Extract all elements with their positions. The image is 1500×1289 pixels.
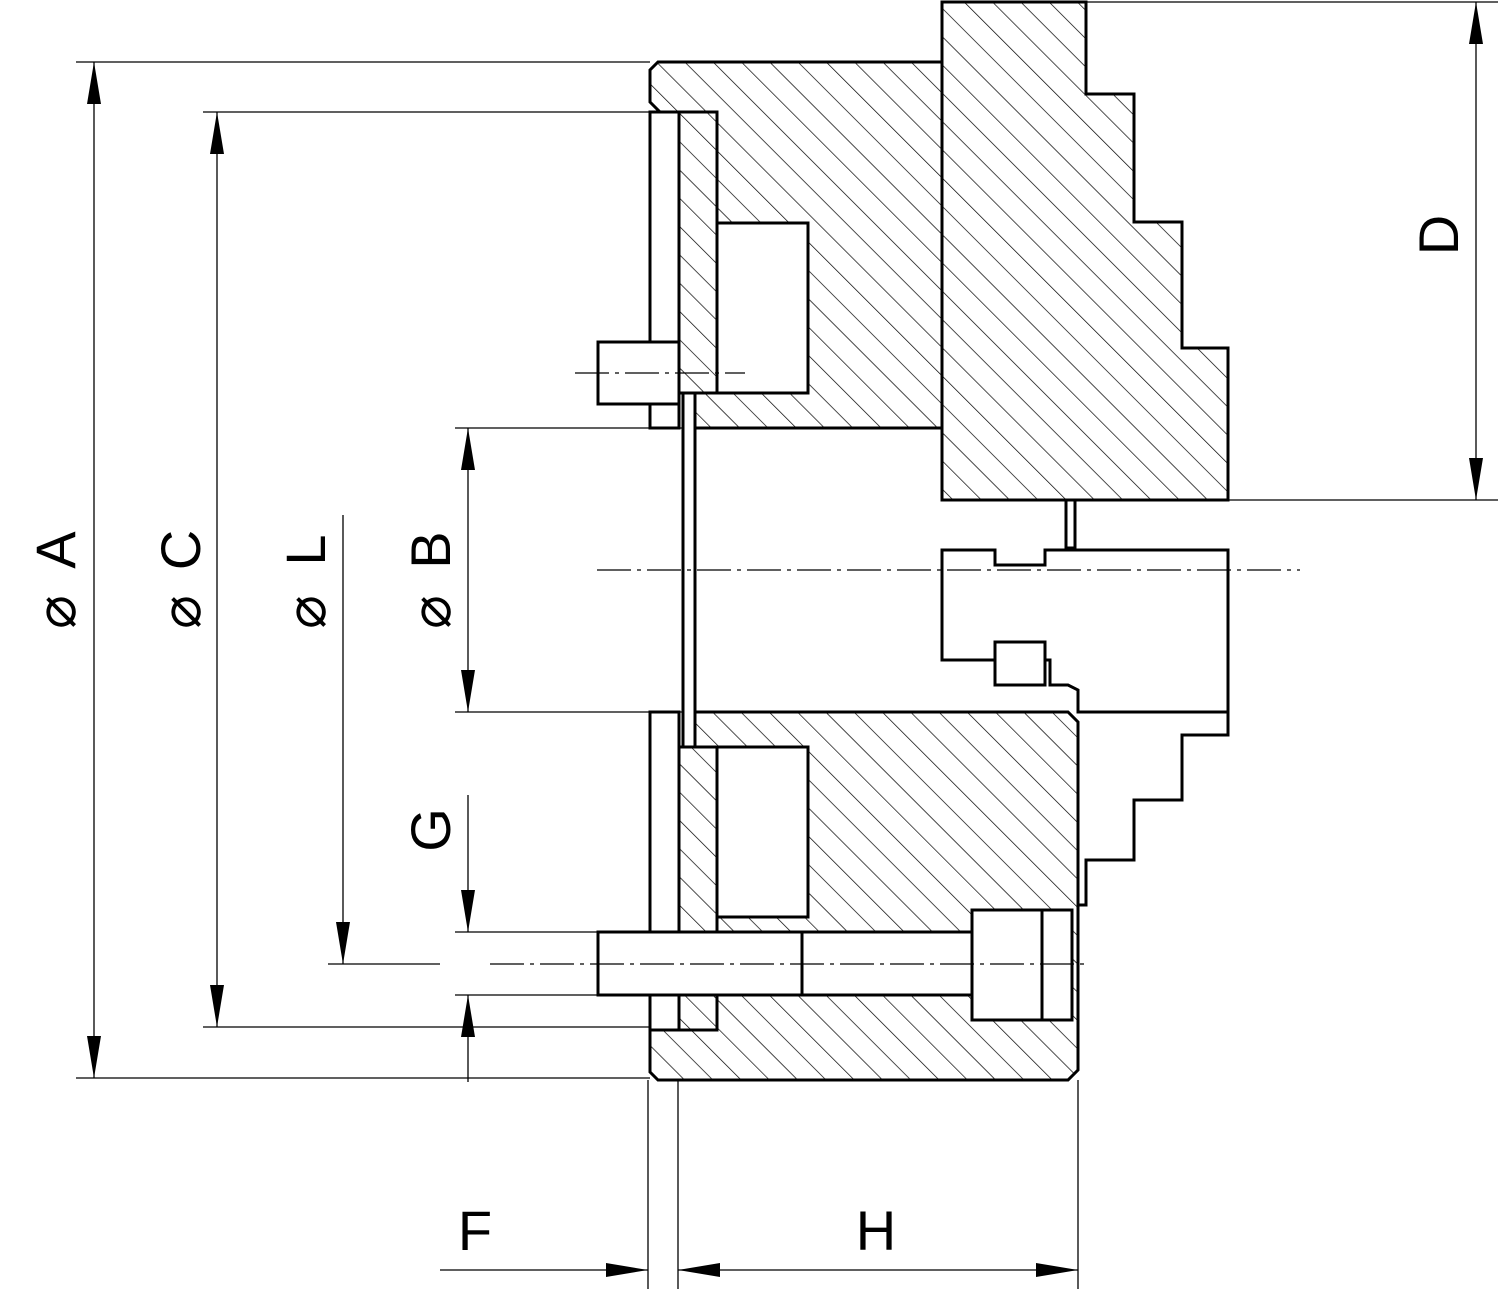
- label-l: L: [274, 534, 337, 565]
- bolt-head: [970, 908, 1074, 1022]
- label-c-group: ⌀ C: [149, 530, 212, 629]
- arrow-c-bottom: [210, 985, 224, 1027]
- label-d: D: [1407, 215, 1470, 255]
- label-c: C: [149, 530, 212, 570]
- arrow-b-top: [461, 428, 475, 470]
- arrow-d-top: [1469, 2, 1483, 44]
- label-l-group: ⌀ L: [274, 534, 337, 628]
- label-g-group: G: [399, 808, 462, 852]
- arrow-h-left: [678, 1263, 720, 1277]
- arrow-a-bottom: [87, 1036, 101, 1078]
- lower-jaw-profile: [940, 548, 1230, 714]
- jaw-key: [993, 640, 1047, 687]
- diameter-symbol-b: ⌀: [399, 595, 462, 629]
- arrow-c-top: [210, 112, 224, 154]
- label-a-group: ⌀ A: [24, 531, 87, 629]
- arrow-h-right: [1036, 1263, 1078, 1277]
- arrow-g-top: [461, 890, 475, 932]
- lower-jaw-steps: [1078, 712, 1230, 907]
- arrow-g-bottom: [461, 995, 475, 1037]
- label-b: B: [399, 531, 462, 568]
- label-g: G: [399, 808, 462, 852]
- jaw-slot-upper: [715, 221, 810, 395]
- label-a: A: [24, 531, 87, 569]
- diameter-symbol-l: ⌀: [274, 595, 337, 629]
- label-d-group: D: [1407, 215, 1470, 255]
- diameter-symbol-c: ⌀: [149, 595, 212, 629]
- diameter-symbol-a: ⌀: [24, 595, 87, 629]
- label-h: H: [856, 1199, 896, 1262]
- arrow-f-right: [606, 1263, 648, 1277]
- jaw-screw-stem: [1064, 498, 1077, 550]
- arrow-a-top: [87, 62, 101, 104]
- label-b-group: ⌀ B: [399, 531, 462, 629]
- jaw-slot-lower: [715, 745, 810, 919]
- adapter-plate-upper: [677, 110, 719, 395]
- arrow-b-bottom: [461, 670, 475, 712]
- label-f: F: [458, 1199, 492, 1262]
- arrow-l-bottom: [336, 922, 350, 964]
- stepped-jaw-top: [940, 0, 1230, 502]
- arrow-d-bottom: [1469, 458, 1483, 500]
